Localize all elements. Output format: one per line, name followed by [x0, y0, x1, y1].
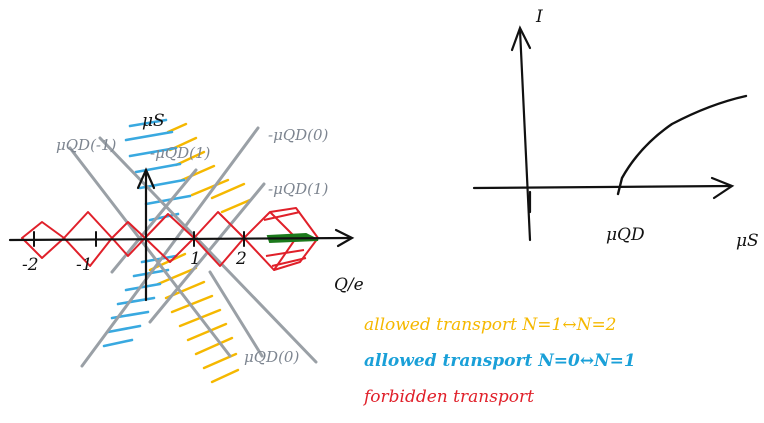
current-curve	[616, 94, 748, 196]
right-diagram: I μS μQD	[472, 7, 759, 251]
tick-label-2: 2	[235, 249, 247, 269]
legend-blue: allowed transport N=0↔N=1	[364, 351, 636, 371]
current-axis-label: I	[535, 7, 543, 27]
line-label-top-mid: -μQD(1)	[150, 144, 211, 162]
legend: allowed transport N=1↔N=2 allowed transp…	[362, 315, 636, 407]
legend-yellow: allowed transport N=1↔N=2	[364, 315, 617, 335]
tick-label-neg1: -1	[76, 255, 93, 275]
x-axis	[8, 228, 355, 248]
tick-label-neg2: -2	[22, 255, 39, 275]
right-x-axis-label: μS	[736, 231, 759, 251]
threshold-label: μQD	[606, 225, 645, 245]
tick-label-1: 1	[190, 249, 201, 269]
line-label-top-left: μQD(-1)	[56, 136, 117, 154]
x-ticks	[33, 231, 245, 247]
line-label-top-right1: -μQD(0)	[268, 126, 329, 144]
x-axis-label: Q/e	[334, 275, 364, 295]
yellow-hatch-region	[148, 122, 252, 384]
y-axis	[136, 167, 156, 302]
legend-red: forbidden transport	[362, 387, 534, 407]
qd-level-lines	[68, 126, 318, 368]
y-axis-label: μS	[142, 111, 165, 131]
line-label-bottom: μQD(0)	[244, 348, 299, 366]
line-label-top-right2: -μQD(1)	[268, 180, 329, 198]
left-diagram: -2 -1 1 2 μS Q/e μQD(-1) -μQD(1) -μQD(0)…	[8, 111, 364, 384]
right-axes	[472, 25, 735, 242]
